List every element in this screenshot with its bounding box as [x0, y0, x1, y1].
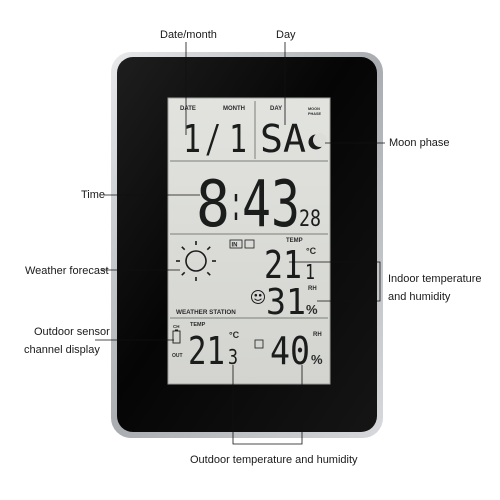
callout-day: Day: [276, 29, 296, 41]
time-seconds: 28: [299, 207, 321, 232]
outdoor-percent: %: [311, 352, 323, 367]
callout-time: Time: [81, 189, 106, 201]
date-day-value: 1: [183, 117, 201, 161]
day-label: DAY: [270, 106, 282, 112]
callout-indoor-line1: Indoor temperature: [388, 273, 482, 285]
svg-text:IN: IN: [232, 243, 238, 249]
callout-weather-forecast: Weather forecast: [25, 265, 109, 277]
house-icon: [244, 239, 255, 249]
moon-label-2: PHASE: [308, 112, 322, 116]
time-colon: :: [230, 174, 242, 232]
outdoor-temp-decimal: 3: [228, 345, 238, 369]
indoor-badge: IN: [229, 239, 243, 249]
indoor-humidity-value: 31: [266, 282, 306, 323]
callout-outdoor-sensor-line1: Outdoor sensor: [34, 326, 110, 338]
callout-outdoor-sensor-line2: channel display: [24, 344, 100, 356]
outdoor-humidity-value: 40: [270, 329, 310, 373]
moon-icon: [308, 133, 327, 150]
callout-date-month: Date/month: [160, 29, 217, 41]
indoor-temp-value: 21: [264, 243, 302, 287]
callout-outdoor-temp-humidity: Outdoor temperature and humidity: [190, 454, 358, 466]
sun-icon: [176, 241, 216, 281]
callout-indoor-line2: and humidity: [388, 291, 451, 303]
date-separator: /: [205, 117, 221, 161]
date-month-value: 1: [229, 117, 247, 161]
indoor-temp-unit: °C: [306, 246, 317, 256]
battery-icon: [172, 329, 181, 344]
moon-label-1: MOON: [308, 107, 320, 111]
channel-label: CH: [173, 324, 180, 329]
outdoor-temp-value: 21: [188, 329, 225, 373]
indoor-temp-label: TEMP: [286, 238, 303, 244]
time-minutes: 43: [242, 168, 300, 242]
indoor-temp-decimal: 1: [305, 260, 315, 284]
indoor-percent: %: [306, 302, 318, 317]
time-hours: 8: [196, 168, 230, 242]
indoor-rh-label: RH: [308, 286, 317, 292]
weather-station-label: WEATHER STATION: [176, 309, 236, 316]
outdoor-temp-unit: °C: [229, 330, 240, 340]
callout-leaders: [95, 42, 385, 445]
weekday-value: SA: [260, 117, 306, 161]
outdoor-label: OUT: [172, 353, 183, 359]
date-label: DATE: [180, 106, 196, 112]
callout-moon-phase: Moon phase: [389, 137, 450, 149]
lcd-screen: [167, 97, 331, 385]
sensor-icon: [254, 339, 264, 349]
smiley-icon: [251, 290, 265, 304]
outdoor-rh-label: RH: [313, 332, 322, 338]
outdoor-temp-label: TEMP: [190, 322, 206, 328]
month-label: MONTH: [223, 106, 245, 112]
